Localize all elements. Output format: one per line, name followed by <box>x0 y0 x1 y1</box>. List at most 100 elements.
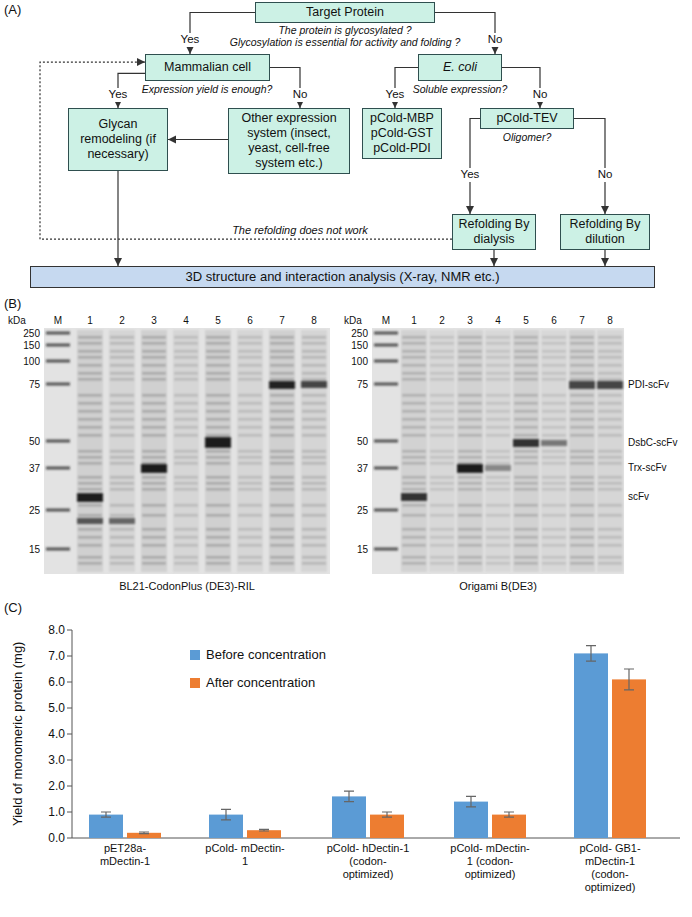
dotted-connector <box>40 62 452 239</box>
tick-label: 0.0 <box>48 831 65 845</box>
gel-bands <box>46 330 327 572</box>
edge-label: No <box>596 168 615 181</box>
edge-label: Yes <box>179 33 202 46</box>
marker-size: 100 <box>23 356 40 367</box>
bar-chart <box>67 630 680 838</box>
lane-number: 7 <box>579 315 585 326</box>
question-note: Soluble expression? <box>413 83 508 96</box>
legend-text: Before concentration <box>206 647 326 663</box>
result-box: 3D structure and interaction analysis (X… <box>30 266 655 288</box>
lane-number: 6 <box>247 315 253 326</box>
node-text: Mammalian cell <box>150 60 265 75</box>
legend-swatch <box>190 678 200 688</box>
lane-number: 5 <box>523 315 529 326</box>
node-text: Other expression system (insect, yeast, … <box>233 111 345 171</box>
lane-number: 8 <box>607 315 613 326</box>
marker-size: 250 <box>23 328 40 339</box>
lane-number: 6 <box>551 315 557 326</box>
category-label: pET28a- mDectin-1 <box>83 842 167 868</box>
lane-number: M <box>382 315 390 326</box>
marker-size: 75 <box>29 379 40 390</box>
marker-size: 75 <box>357 379 368 390</box>
marker-size: 150 <box>351 340 368 351</box>
tick-label: 7.0 <box>48 649 65 663</box>
process-box: Mammalian cell <box>145 54 270 81</box>
lane-number: 3 <box>467 315 473 326</box>
edge-label: The refolding does not work <box>230 224 370 237</box>
lane-number: 8 <box>311 315 317 326</box>
lane-number: 4 <box>495 315 501 326</box>
edge-label: Yes <box>384 88 407 101</box>
lane-number: 2 <box>119 315 125 326</box>
process-box: Refolding By dialysis <box>452 214 536 250</box>
connector <box>168 139 228 140</box>
lane-number: 1 <box>87 315 93 326</box>
panel-label: (C) <box>4 600 22 616</box>
band-label: scFv <box>628 491 649 503</box>
tick-label: 3.0 <box>48 753 65 767</box>
marker-size: 50 <box>357 436 368 447</box>
edge-label: No <box>291 88 310 101</box>
marker-size: 250 <box>351 328 368 339</box>
node-text: Target Protein <box>260 5 430 20</box>
band-label: PDI-scFv <box>628 379 669 391</box>
node-text: 3D structure and interaction analysis (X… <box>35 269 650 285</box>
lane-number: 1 <box>411 315 417 326</box>
process-box: E. coli <box>418 54 502 81</box>
marker-size: 15 <box>29 544 40 555</box>
marker-size: 100 <box>351 356 368 367</box>
gel-image <box>44 328 330 574</box>
marker-size: 150 <box>23 340 40 351</box>
lane-number: 7 <box>279 315 285 326</box>
band-label: DsbC-scFv <box>628 437 677 449</box>
edge-label: No <box>486 33 505 46</box>
category-label: pCold- GB1-mDectin-1 (codon- optimized) <box>568 842 652 894</box>
process-box: pCold-MBP pCold-GST pCold-PDI <box>362 108 442 159</box>
node-text: pCold-TEV <box>485 111 569 126</box>
node-text: Glycan remodeling (if necessary) <box>73 117 163 162</box>
connector <box>470 119 480 215</box>
node-text: Refolding By dialysis <box>457 217 531 247</box>
marker-size: 37 <box>29 463 40 474</box>
lane-number: 3 <box>151 315 157 326</box>
band-label: Trx-scFv <box>628 462 667 474</box>
question-note: The protein is glycosylated ? <box>278 24 411 37</box>
marker-size: 25 <box>357 505 368 516</box>
unit-label: kDa <box>344 315 362 326</box>
process-box: pCold-TEV <box>480 108 574 129</box>
panel-label: (B) <box>4 296 21 312</box>
connector <box>604 250 605 266</box>
marker-size: 37 <box>357 463 368 474</box>
legend-text: After concentration <box>206 675 315 691</box>
marker-size: 15 <box>357 544 368 555</box>
tick-label: 5.0 <box>48 701 65 715</box>
axis-title: Yield of monomeric protein (mg) <box>10 642 26 826</box>
node-text: Refolding By dilution <box>565 217 645 247</box>
lane-number: 2 <box>439 315 445 326</box>
marker-size: 50 <box>29 436 40 447</box>
node-text: pCold-MBP pCold-GST pCold-PDI <box>367 111 437 156</box>
connector <box>574 119 605 215</box>
panel-label: (A) <box>4 2 21 18</box>
tick-label: 2.0 <box>48 779 65 793</box>
connector <box>117 171 118 266</box>
process-box: Other expression system (insect, yeast, … <box>228 108 350 174</box>
process-box: Target Protein <box>255 2 435 23</box>
gel-caption: Origami B(DE3) <box>459 580 537 593</box>
lane-number: 5 <box>215 315 221 326</box>
question-note: Oligomer? <box>503 131 551 144</box>
question-note: Glycosylation is essential for activity … <box>230 36 461 49</box>
gel-image <box>372 328 624 574</box>
connector <box>493 250 494 266</box>
node-text: E. coli <box>423 60 497 75</box>
gel-bands <box>374 330 623 572</box>
legend-swatch <box>190 650 200 660</box>
question-note: Expression yield is enough? <box>142 83 273 96</box>
process-box: Refolding By dilution <box>560 214 650 250</box>
category-label: pCold- mDectin-1 <box>203 842 287 868</box>
edge-label: Yes <box>459 168 482 181</box>
category-label: pCold- mDectin-1 (codon- optimized) <box>448 842 532 881</box>
gel-caption: BL21-CodonPlus (DE3)-RIL <box>119 580 255 593</box>
lane-number: 4 <box>183 315 189 326</box>
